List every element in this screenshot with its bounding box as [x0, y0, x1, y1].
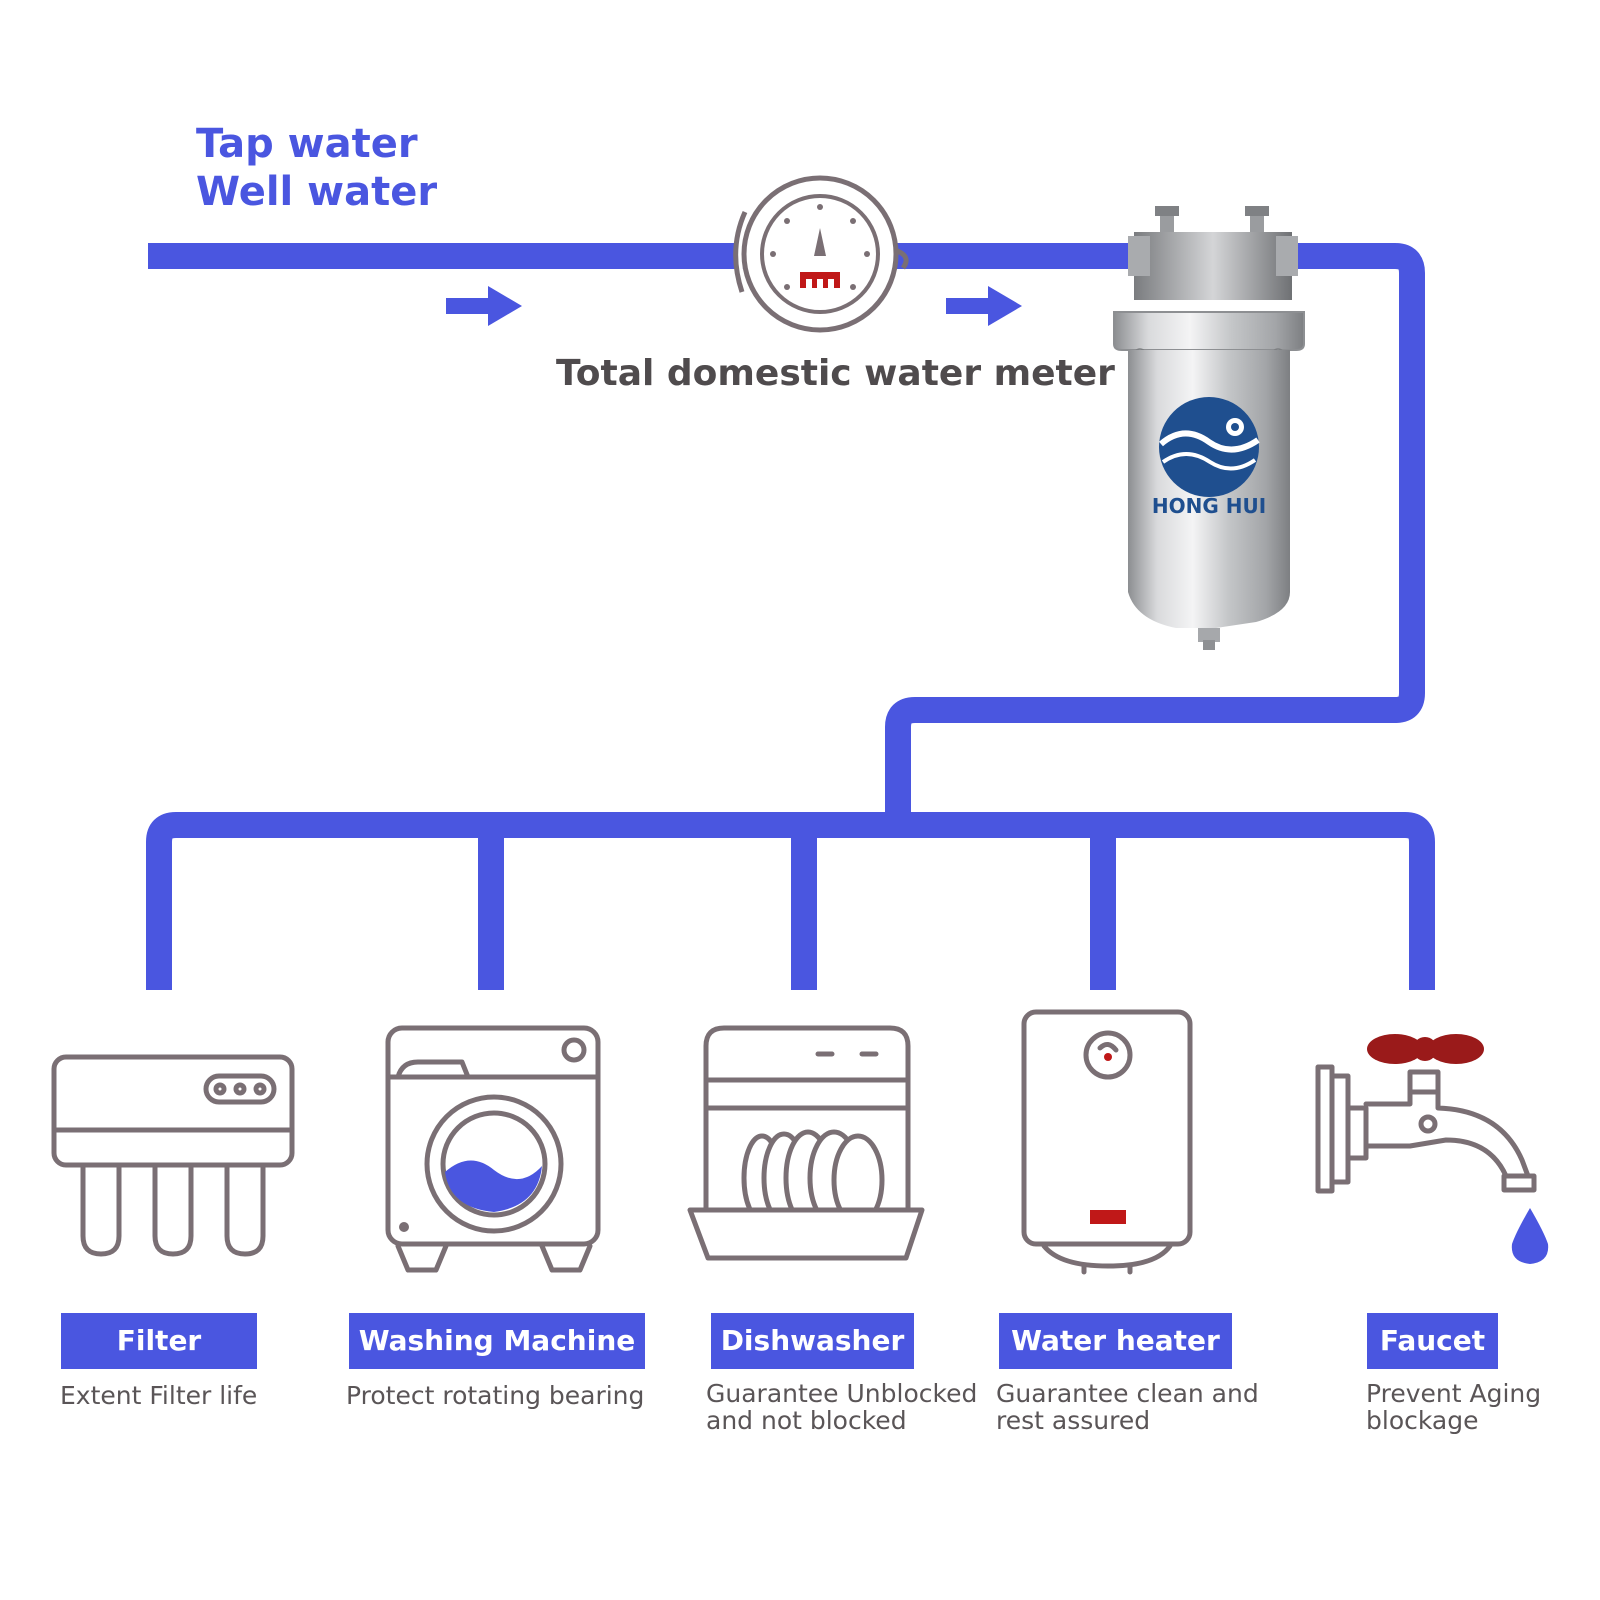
flow-arrow-1: [446, 286, 522, 326]
brand-name: HONG HUI: [1152, 494, 1266, 518]
washing-machine-icon: [385, 1025, 601, 1273]
appliance-badge-washing-machine: Washing Machine: [349, 1313, 645, 1369]
appliance-badge-water-heater: Water heater: [999, 1313, 1232, 1369]
appliance-desc-filter: Extent Filter life: [60, 1381, 258, 1410]
valve-handle-icon: [1367, 1034, 1484, 1064]
appliance-desc-dishwasher: Guarantee Unblocked and not blocked: [706, 1379, 978, 1435]
water-meter-icon: [733, 175, 909, 333]
faucet-icon: [1315, 1064, 1537, 1194]
distribution-manifold: [146, 812, 1435, 990]
appliance-badge-filter: Filter: [61, 1313, 257, 1369]
source-label-tap-water: Tap water: [196, 121, 418, 167]
water-meter-label: Total domestic water meter: [556, 353, 1115, 394]
appliance-desc-washing-machine: Protect rotating bearing: [346, 1381, 645, 1410]
water-drop-icon: [1511, 1208, 1549, 1264]
source-label-well-water: Well water: [196, 169, 438, 215]
appliance-badge-faucet: Faucet: [1367, 1313, 1498, 1369]
main-pipe: [146, 243, 1435, 990]
brand-logo: [1159, 397, 1260, 497]
appliance-badge-dishwasher: Dishwasher: [711, 1313, 914, 1369]
ro-filter-icon: [51, 1054, 295, 1257]
water-heater-icon: [1021, 1009, 1193, 1275]
dishwasher-icon: [687, 1025, 925, 1261]
appliance-desc-water-heater: Guarantee clean and rest assured: [996, 1379, 1259, 1435]
appliance-desc-faucet: Prevent Aging blockage: [1366, 1379, 1542, 1435]
flow-arrow-2: [946, 286, 1022, 326]
filter-housing-image: HONG HUI: [1113, 206, 1305, 650]
